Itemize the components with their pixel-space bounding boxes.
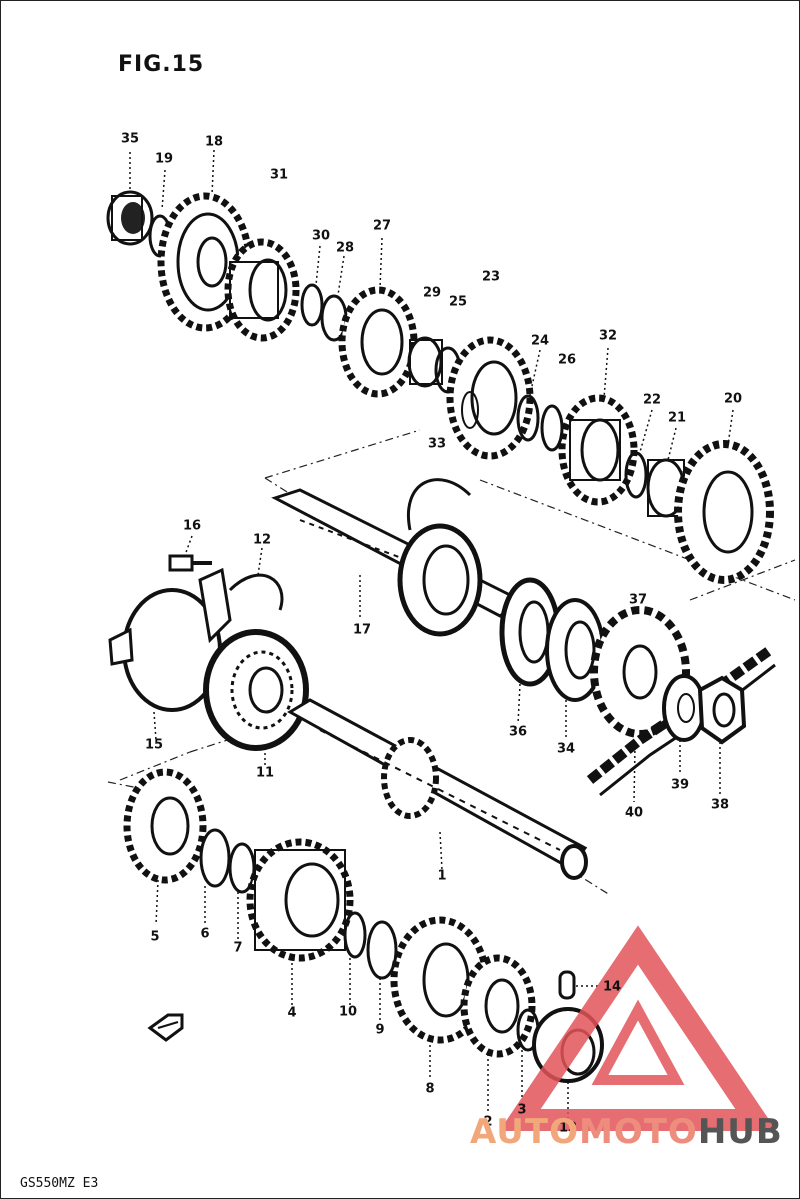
- figure-title: FIG.15: [118, 52, 205, 77]
- part-bearing-large-upper: [397, 523, 483, 637]
- callout-36: 36: [508, 724, 528, 740]
- part-6-washer: [199, 828, 231, 888]
- part-16-bolt: [168, 554, 212, 572]
- callout-6: 6: [200, 926, 210, 942]
- watermark-text: AUTOMOTOHUB: [470, 1112, 783, 1152]
- part-4-gear: [246, 838, 354, 962]
- callout-18: 18: [204, 134, 224, 150]
- part-2-gear: [460, 954, 536, 1058]
- part-38-nut: [697, 675, 747, 745]
- watermark-part-hub: HUB: [697, 1112, 783, 1152]
- callout-2: 2: [483, 1114, 493, 1130]
- callout-30: 30: [311, 228, 331, 244]
- part-32-gear: [558, 394, 638, 506]
- part-27-gear: [338, 286, 418, 398]
- part-9-washer: [366, 920, 398, 980]
- callout-33: 33: [427, 436, 447, 452]
- callout-13: 13: [558, 1120, 578, 1136]
- callout-37: 37: [628, 592, 648, 608]
- part-17-countershaft: [271, 488, 523, 618]
- part-5-gear: [123, 768, 207, 884]
- callout-26: 26: [557, 352, 577, 368]
- callout-3: 3: [517, 1102, 527, 1118]
- callout-5: 5: [150, 929, 160, 945]
- leader-lines: [129, 149, 734, 1118]
- part-29-bushing: [407, 336, 443, 388]
- callout-23: 23: [481, 269, 501, 285]
- callout-31: 31: [269, 167, 289, 183]
- part-10-circlip: [343, 911, 367, 959]
- callout-20: 20: [723, 391, 743, 407]
- callout-25: 25: [448, 294, 468, 310]
- callout-1: 1: [437, 868, 447, 884]
- callout-27: 27: [372, 218, 392, 234]
- part-33-bushing: [461, 391, 479, 429]
- callout-19: 19: [154, 151, 174, 167]
- part-30-circlip: [300, 283, 324, 327]
- callout-39: 39: [670, 777, 690, 793]
- part-11-bearing: [203, 629, 309, 751]
- callout-22: 22: [642, 392, 662, 408]
- part-24-circlip: [516, 394, 540, 442]
- callout-16: 16: [182, 518, 202, 534]
- part-12-circlip: [228, 573, 284, 611]
- front-direction-arrow-icon: [147, 1013, 184, 1042]
- part-31-gear: [224, 238, 300, 342]
- callout-28: 28: [335, 240, 355, 256]
- callout-10: 10: [338, 1004, 358, 1020]
- watermark-part-moto: MOTO: [578, 1112, 698, 1152]
- part-22-ring: [624, 451, 648, 499]
- callout-9: 9: [375, 1022, 385, 1038]
- callout-40: 40: [624, 805, 644, 821]
- callout-29: 29: [422, 285, 442, 301]
- part-1-driveshaft: [287, 698, 588, 880]
- model-code: GS550MZ E3: [20, 1176, 99, 1191]
- part-35-bearing: [106, 190, 154, 246]
- callout-17: 17: [352, 622, 372, 638]
- callout-14: 14: [602, 979, 622, 995]
- callout-34: 34: [556, 741, 576, 757]
- part-20-gear: [674, 440, 774, 584]
- callout-7: 7: [233, 940, 243, 956]
- callout-32: 32: [598, 328, 618, 344]
- part-17-clip: [407, 478, 472, 531]
- callout-24: 24: [530, 333, 550, 349]
- part-14-pin: [558, 970, 576, 1000]
- callout-11: 11: [255, 765, 275, 781]
- callout-15: 15: [144, 737, 164, 753]
- part-39-lock-washer: [662, 674, 706, 742]
- callout-4: 4: [287, 1005, 297, 1021]
- callout-12: 12: [252, 532, 272, 548]
- part-34-spacer: [545, 598, 605, 702]
- warning-triangle-logo-icon: [499, 925, 777, 1131]
- callout-35: 35: [120, 131, 140, 147]
- part-15-retainer: [108, 567, 232, 712]
- callout-38: 38: [710, 797, 730, 813]
- callout-8: 8: [425, 1081, 435, 1097]
- watermark-part-auto: AUTO: [470, 1112, 579, 1152]
- callout-21: 21: [667, 410, 687, 426]
- part-23-gear: [446, 336, 534, 460]
